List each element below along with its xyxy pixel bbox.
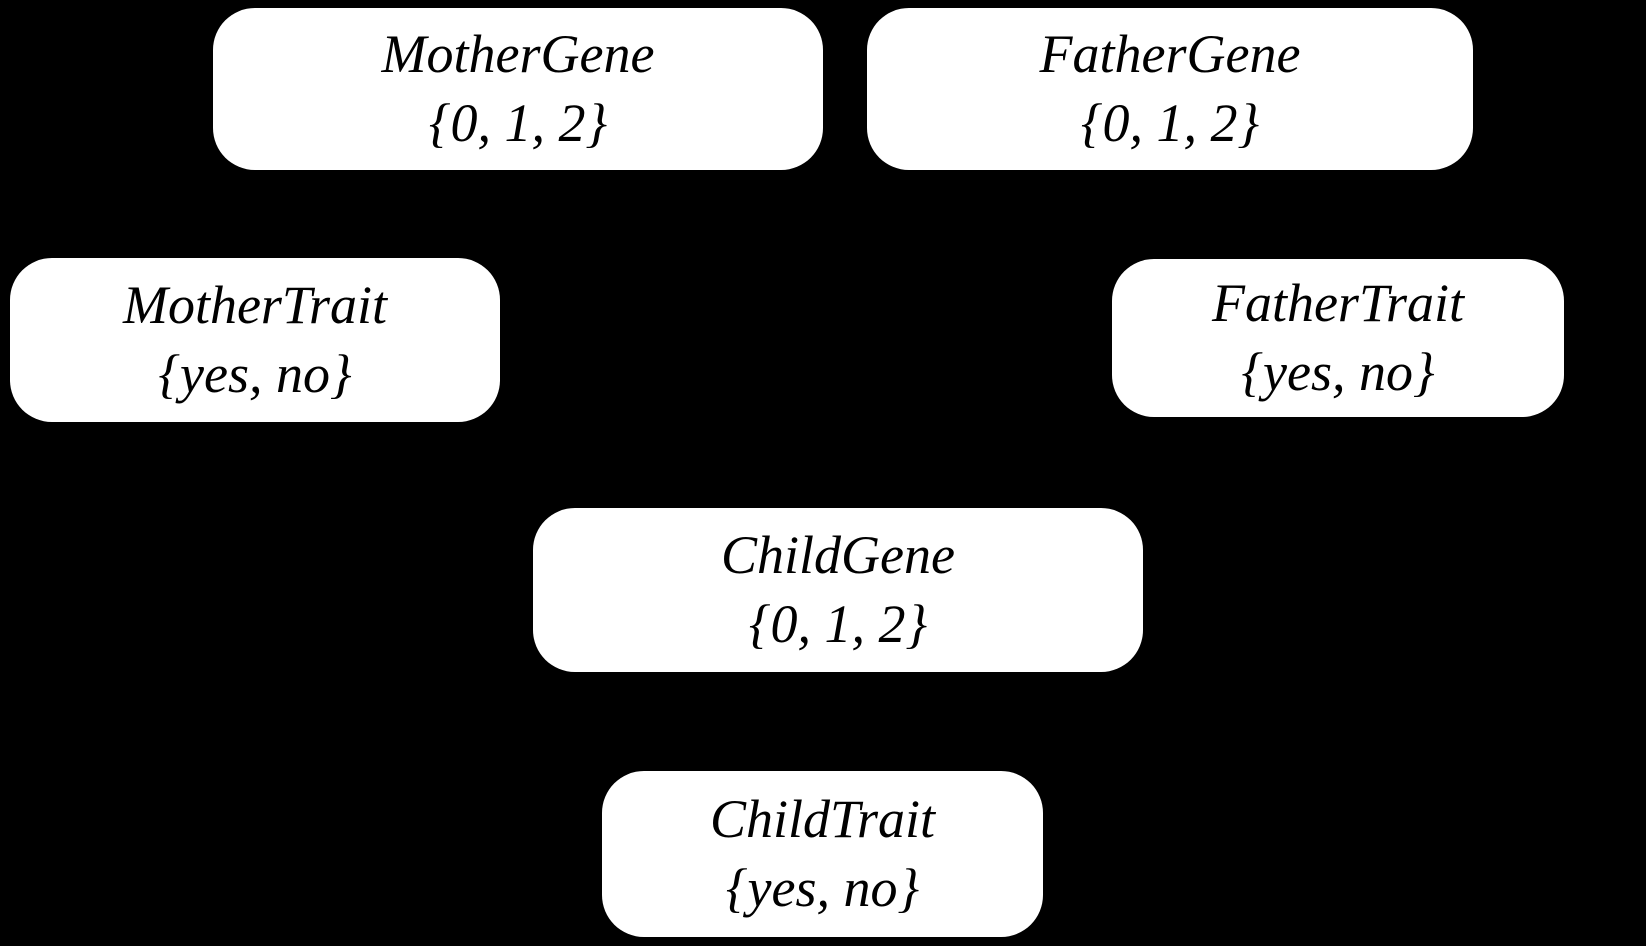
node-mothergene-domain: {0, 1, 2} bbox=[428, 93, 608, 153]
node-childgene-domain: {0, 1, 2} bbox=[748, 594, 928, 654]
node-fathergene: FatherGene {0, 1, 2} bbox=[867, 8, 1473, 170]
node-mothertrait: MotherTrait {yes, no} bbox=[10, 258, 500, 422]
node-fathertrait-domain: {yes, no} bbox=[1241, 342, 1435, 402]
node-childtrait-domain: {yes, no} bbox=[725, 858, 920, 918]
node-mothergene: MotherGene {0, 1, 2} bbox=[213, 8, 823, 170]
node-mothertrait-domain: {yes, no} bbox=[158, 344, 352, 404]
node-mothergene-label: MotherGene bbox=[381, 23, 655, 84]
node-childtrait-label: ChildTrait bbox=[709, 788, 936, 849]
node-fathergene-label: FatherGene bbox=[1039, 23, 1301, 84]
node-mothertrait-label: MotherTrait bbox=[122, 274, 388, 335]
node-fathergene-domain: {0, 1, 2} bbox=[1080, 93, 1260, 153]
node-fathertrait-label: FatherTrait bbox=[1211, 272, 1465, 333]
node-fathertrait: FatherTrait {yes, no} bbox=[1112, 259, 1564, 417]
node-childgene-label: ChildGene bbox=[721, 524, 955, 585]
node-childtrait: ChildTrait {yes, no} bbox=[602, 771, 1043, 937]
node-childgene: ChildGene {0, 1, 2} bbox=[533, 508, 1143, 672]
